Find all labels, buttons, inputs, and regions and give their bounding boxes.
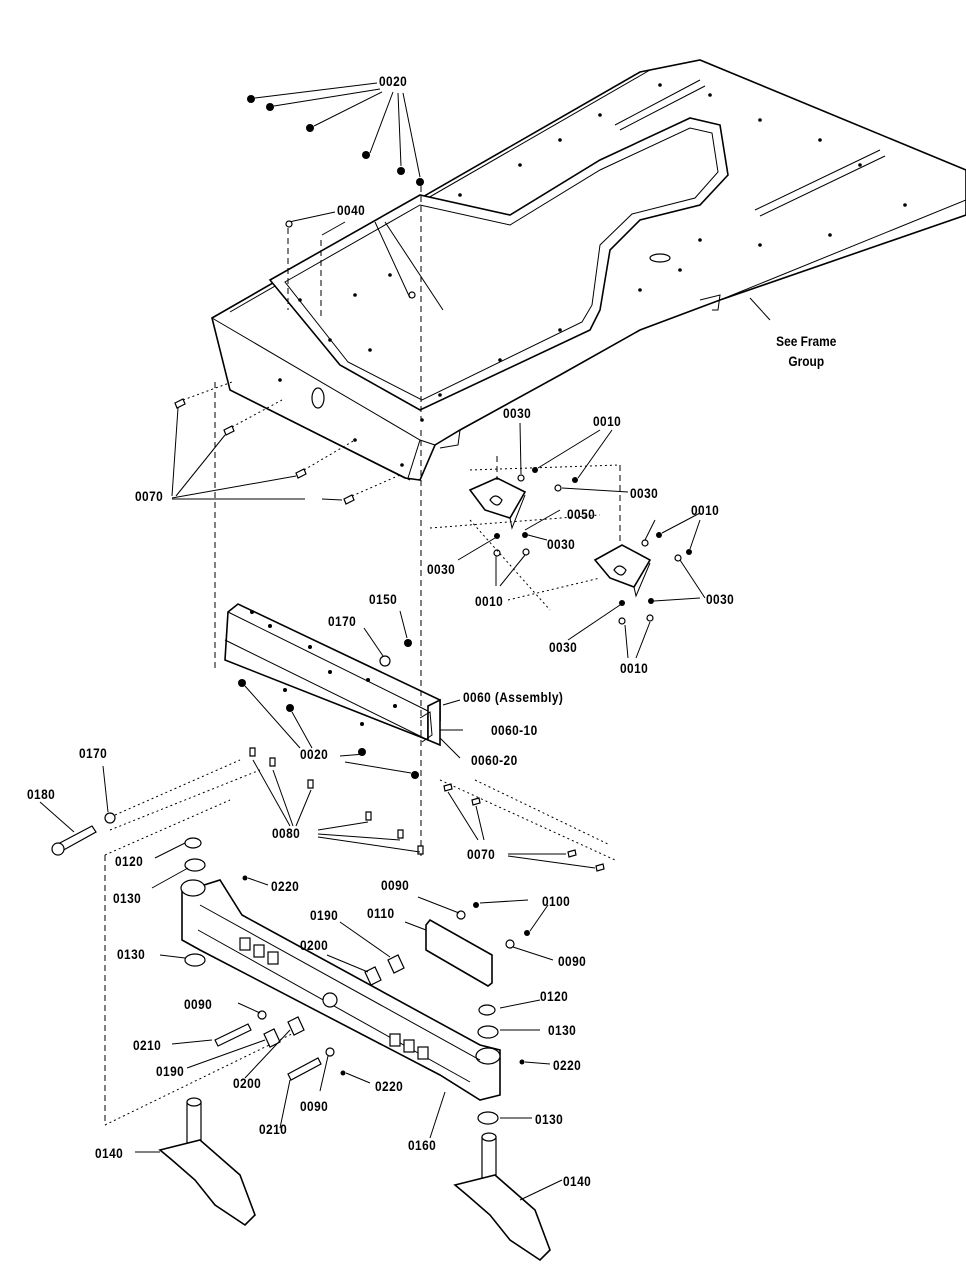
channel-0060: [224, 430, 463, 858]
bolt-0180: [39, 759, 261, 856]
label-0040: 0040: [337, 202, 366, 218]
bracket-0050-left: [468, 477, 527, 530]
label-0060-10: 0060-10: [491, 722, 538, 738]
label-0090-a: 0090: [381, 877, 410, 893]
label-0030-c: 0030: [547, 536, 576, 552]
label-0010-b: 0010: [475, 593, 504, 609]
label-0140-a: 0140: [95, 1145, 124, 1161]
label-0010-d: 0010: [620, 660, 649, 676]
label-0220-c: 0220: [553, 1057, 582, 1073]
note-line-2: Group: [788, 353, 825, 369]
label-0120-a: 0120: [115, 853, 144, 869]
label-0060-20: 0060-20: [471, 752, 518, 768]
label-0020-mid: 0020: [300, 746, 329, 762]
label-0010-c: 0010: [691, 502, 720, 518]
label-0070-right: 0070: [467, 846, 496, 862]
axle-fasteners: [237, 875, 554, 1092]
label-0200-b: 0200: [233, 1075, 262, 1091]
label-0100: 0100: [542, 893, 571, 909]
label-0130-c: 0130: [548, 1022, 577, 1038]
bracket-0050-right: [593, 544, 652, 598]
label-0020-top: 0020: [379, 73, 408, 89]
bushings: [171, 921, 405, 1129]
label-0160: 0160: [408, 1137, 437, 1153]
frame-assembly: [211, 59, 966, 481]
label-0110: 0110: [367, 905, 395, 921]
label-0220-a: 0220: [271, 878, 300, 894]
label-0010-a: 0010: [593, 413, 622, 429]
label-0030-b: 0030: [630, 485, 659, 501]
spindle-0140-right: [453, 1132, 563, 1262]
label-0130-a: 0130: [113, 890, 142, 906]
label-0080: 0080: [272, 825, 301, 841]
label-0130-b: 0130: [117, 946, 146, 962]
label-0030-e: 0030: [706, 591, 735, 607]
label-0090-d: 0090: [300, 1098, 329, 1114]
nuts-0020-top: [247, 82, 424, 186]
bracket-0110: [404, 918, 493, 987]
bolts-0070-left: [171, 381, 401, 670]
label-0190-a: 0190: [310, 907, 339, 923]
label-0030-f: 0030: [549, 639, 578, 655]
label-0210-a: 0210: [133, 1037, 162, 1053]
label-0210-b: 0210: [259, 1121, 288, 1137]
label-0150: 0150: [369, 591, 398, 607]
bolts-0080: [249, 747, 424, 855]
label-0070-left: 0070: [135, 488, 164, 504]
label-0170-a: 0170: [328, 613, 357, 629]
label-0140-b: 0140: [563, 1173, 592, 1189]
label-0130-d: 0130: [535, 1111, 564, 1127]
label-0030-a: 0030: [503, 405, 532, 421]
see-frame-group-note: See Frame Group: [768, 331, 845, 371]
label-0180: 0180: [27, 786, 56, 802]
bolts-0070-right: [439, 779, 616, 872]
label-0090-b: 0090: [558, 953, 587, 969]
frame-callout-line: [749, 297, 771, 321]
bolts-0040: [285, 186, 444, 420]
nuts-0020-mid: [238, 679, 419, 779]
label-0030-d: 0030: [427, 561, 456, 577]
fasteners-0010-0030: [429, 422, 706, 659]
label-0170-b: 0170: [79, 745, 108, 761]
rings: [151, 837, 541, 1125]
spindle-0140-left: [135, 1097, 256, 1227]
label-0060-assembly: 0060 (Assembly): [463, 689, 564, 705]
label-0050: 0050: [567, 506, 596, 522]
label-0190-b: 0190: [156, 1063, 185, 1079]
label-0200-a: 0200: [300, 937, 329, 953]
centerline-dots: [104, 799, 301, 1126]
label-0120-b: 0120: [540, 988, 569, 1004]
note-line-1: See Frame: [776, 333, 837, 349]
axle-0160: [180, 879, 501, 1139]
label-0090-c: 0090: [184, 996, 213, 1012]
label-0220-b: 0220: [375, 1078, 404, 1094]
